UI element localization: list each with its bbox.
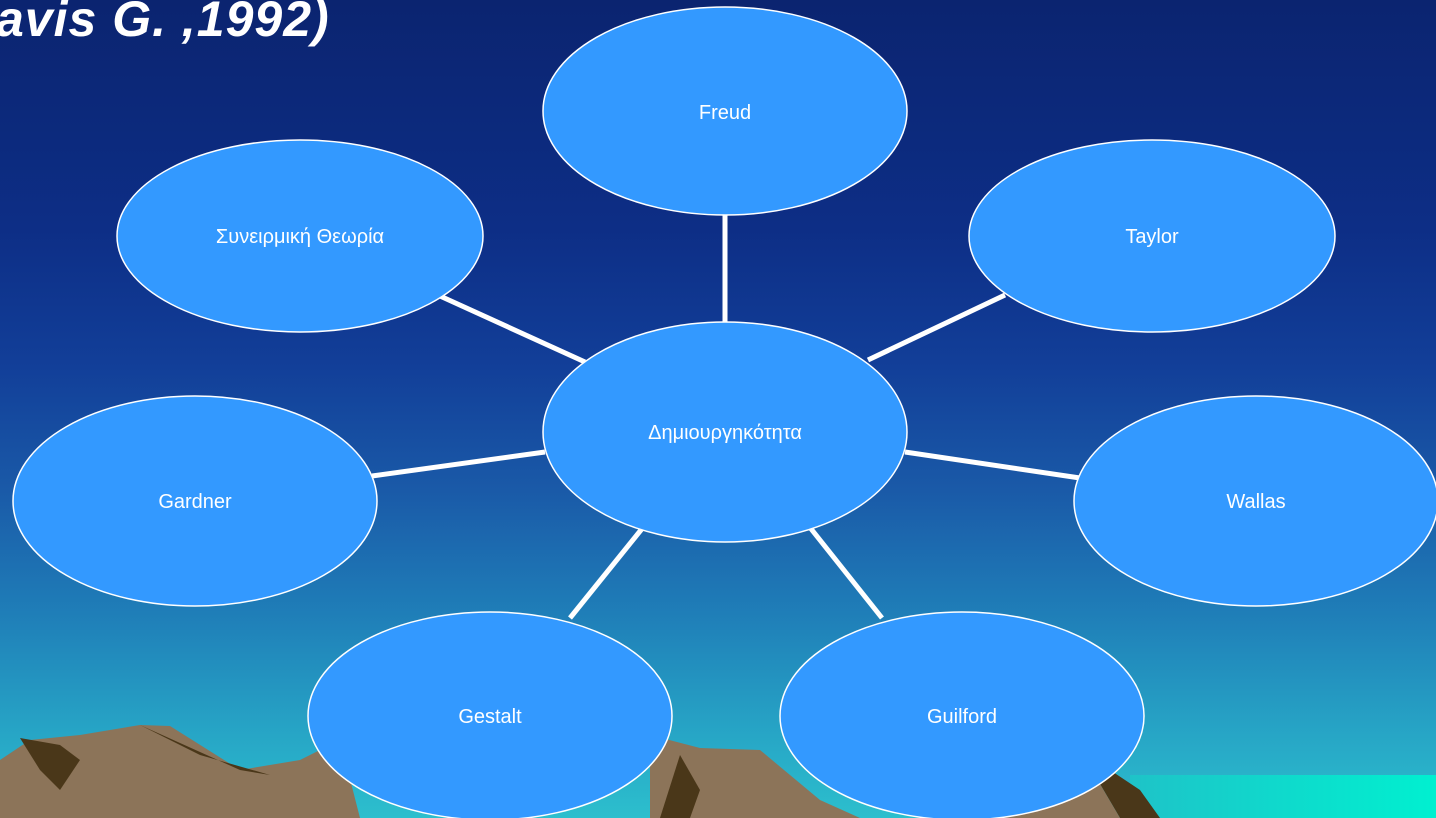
connector-taylor	[866, 292, 1007, 363]
center-node[interactable]: Δημιουργηκότητα	[542, 321, 908, 543]
slide-title: avis G. ,1992)	[0, 0, 330, 47]
node-guilford[interactable]: Guilford	[779, 611, 1145, 818]
node-associative-theory[interactable]: Συνειρμική Θεωρία	[116, 139, 484, 333]
node-freud-label: Freud	[699, 102, 751, 124]
connector-wallas	[904, 449, 1081, 481]
connectors	[371, 215, 1081, 620]
connector-gestalt	[568, 523, 647, 620]
node-wallas[interactable]: Wallas	[1073, 395, 1436, 607]
node-associative-theory-label: Συνειρμική Θεωρία	[216, 226, 384, 248]
node-gestalt-label: Gestalt	[458, 706, 522, 728]
connector-gardner	[371, 449, 546, 479]
node-gardner-label: Gardner	[158, 491, 232, 513]
connector-guilford	[806, 523, 884, 620]
connector-associative	[438, 293, 587, 365]
node-gardner[interactable]: Gardner	[12, 395, 378, 607]
node-taylor-label: Taylor	[1125, 226, 1179, 248]
node-gestalt[interactable]: Gestalt	[307, 611, 673, 818]
teal-strip-decoration	[1130, 775, 1436, 818]
node-guilford-label: Guilford	[927, 706, 997, 728]
node-taylor[interactable]: Taylor	[968, 139, 1336, 333]
node-freud[interactable]: Freud	[542, 6, 908, 216]
center-node-label: Δημιουργηκότητα	[648, 422, 802, 444]
node-wallas-label: Wallas	[1226, 491, 1285, 513]
